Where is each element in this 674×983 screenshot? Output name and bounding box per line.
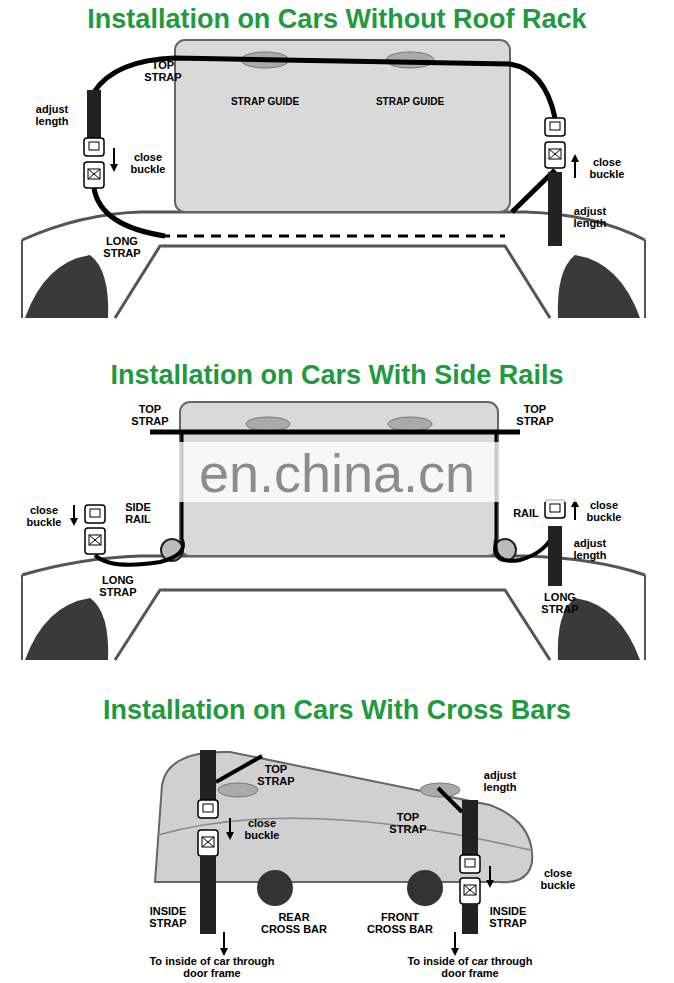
cargo-bag [175, 40, 510, 212]
callout-label: close buckle [582, 157, 632, 180]
callout-label: REAR CROSS BAR [258, 912, 330, 935]
pillar [558, 255, 640, 318]
callout-label: adjust length [27, 104, 77, 127]
callout-label: adjust length [565, 538, 615, 561]
callout-label: SIDE RAIL [123, 502, 153, 525]
watermark: en.china.cn [137, 445, 537, 502]
top-strap [150, 430, 520, 435]
strap-end [87, 90, 101, 138]
panel-title: Installation on Cars With Side Rails [0, 360, 674, 391]
cross-bar [257, 870, 293, 906]
watermark-band [0, 442, 674, 502]
top-strap [94, 58, 555, 118]
callout-label: FRONT CROSS BAR [364, 912, 436, 935]
callout-label: close buckle [123, 152, 173, 175]
long-strap [95, 540, 183, 565]
strap-under-roof [160, 235, 505, 238]
callout-label: LONG STRAP [538, 592, 583, 615]
callout-label: TOP STRAP [254, 764, 299, 787]
callout-label: TOP STRAP [141, 60, 186, 83]
callout-label: close buckle [579, 500, 629, 523]
callout-label: LONG STRAP [100, 236, 145, 259]
callout-label: RAIL [506, 508, 546, 520]
callout-label: adjust length [565, 206, 615, 229]
callout-label: TOP STRAP [513, 404, 558, 427]
callout-label: STRAP GUIDE [350, 97, 470, 108]
callout-label: INSIDE STRAP [143, 906, 193, 929]
callout-label: LONG STRAP [96, 575, 141, 598]
callout-label: close buckle [19, 505, 69, 528]
panel-title: Installation on Cars With Cross Bars [0, 695, 674, 726]
callout-label: TOP STRAP [386, 812, 431, 835]
pillar [25, 255, 108, 318]
callout-label: To inside of car through door frame [147, 956, 277, 979]
cross-bar [407, 870, 443, 906]
callout-label: adjust length [475, 770, 525, 793]
panel-title: Installation on Cars Without Roof Rack [0, 4, 674, 35]
strap-end [548, 172, 562, 246]
callout-label: INSIDE STRAP [483, 906, 533, 929]
callout-label: close buckle [237, 818, 287, 841]
callout-label: close buckle [533, 868, 583, 891]
callout-label: STRAP GUIDE [205, 97, 325, 108]
callout-label: To inside of car through door frame [405, 956, 535, 979]
long-strap [94, 188, 165, 236]
callout-label: TOP STRAP [128, 404, 173, 427]
